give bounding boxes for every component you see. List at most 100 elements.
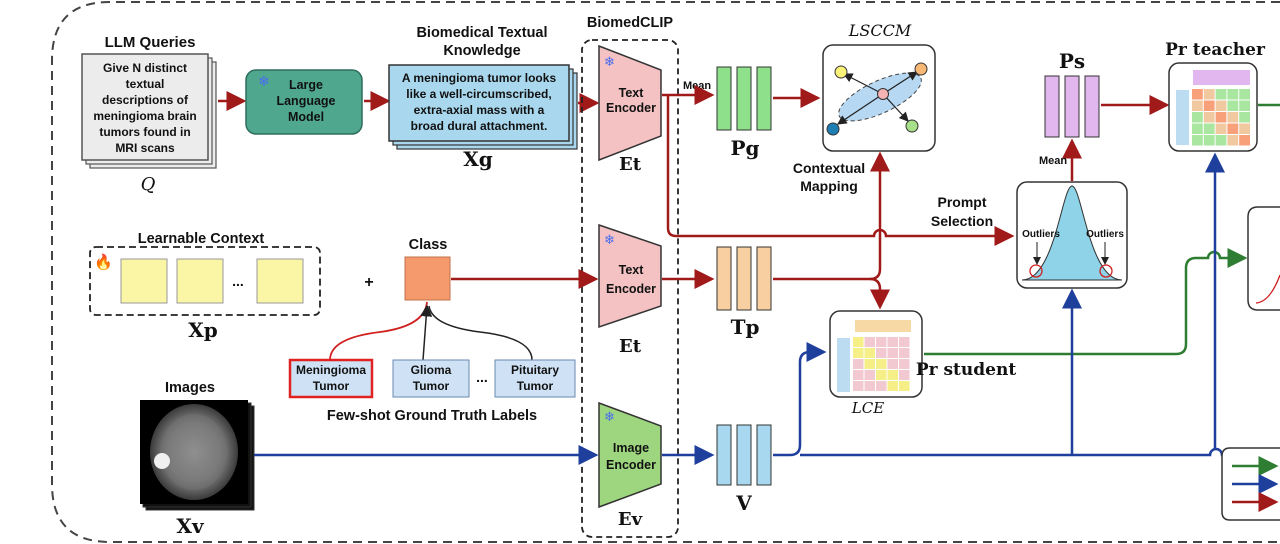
llm-prompt-line-4: meningioma brain (93, 109, 196, 123)
image-encoder-line-1: Image (613, 441, 649, 455)
label-meningioma-line-2: Tumor (313, 379, 350, 393)
matrix-cell (853, 381, 864, 391)
llm-queries-title: LLM Queries (105, 34, 196, 51)
matrix-cell (1239, 100, 1250, 111)
loss-box-partial (1247, 206, 1280, 311)
class-token (404, 256, 451, 301)
knowledge-box: A meningioma tumor looks like a well-cir… (388, 64, 578, 150)
text-encoder-mid: ❄ Text Encoder (598, 223, 662, 329)
matrix-cell (1203, 123, 1215, 134)
arrow-v-right (800, 447, 1280, 457)
label-pituitary (494, 359, 576, 398)
arrow-tp-to-ce (869, 277, 890, 310)
matrix-cell (853, 359, 864, 369)
matrix-cell (1227, 89, 1239, 100)
label-glioma (392, 359, 470, 398)
matrix-cell (1239, 112, 1250, 123)
pg-features (716, 66, 772, 131)
image-encoder-snowflake-icon: ❄ (604, 409, 615, 424)
matrix-cell (1227, 123, 1239, 134)
matrix-cell (876, 381, 887, 391)
ev-symbol: Ev (618, 509, 643, 530)
arrow-v-to-ce (773, 342, 827, 457)
knowledge-text-2: like a well-circumscribed, (406, 87, 551, 101)
matrix-cell (1192, 123, 1203, 134)
ps-features (1044, 75, 1100, 138)
matrix-cell (853, 370, 864, 380)
learnable-frame (89, 246, 321, 316)
matrix-cell (1215, 135, 1227, 146)
v-symbol: V (735, 491, 752, 515)
llm-box: ❄ Large Language Model (245, 69, 363, 135)
matrix-cell (899, 370, 910, 380)
label-meningioma-line-1: Meningioma (296, 363, 366, 377)
mean-label-top: Mean (683, 80, 711, 92)
matrix-cell (876, 359, 887, 369)
text-encoder-top-snowflake-icon: ❄ (604, 54, 615, 69)
tree-glioma-branch (420, 304, 433, 361)
matrix-cell (887, 337, 898, 347)
label-glioma-line-2: Tumor (413, 379, 450, 393)
et-top-symbol: Et (619, 154, 642, 175)
et-mid-symbol: Et (619, 336, 642, 357)
outliers-right: Outliers (1086, 229, 1124, 240)
context-token-2 (176, 258, 224, 304)
label-ellipsis: ... (476, 369, 488, 385)
context-token-1 (120, 258, 168, 304)
matrix-cell (1227, 135, 1239, 146)
mri-image (140, 400, 255, 511)
llm-prompt-line-1: Give N distinct (103, 61, 187, 75)
matrix-cell (1203, 100, 1215, 111)
matrix-cell (887, 359, 898, 369)
matrix-cell (1227, 112, 1239, 123)
plus-sign: + (364, 274, 373, 291)
text-encoder-top: ❄ Text Encoder (598, 44, 662, 162)
llm-line-2: Language (276, 94, 335, 108)
knowledge-title-1: Biomedical Textual (416, 25, 547, 41)
matrix-cell (853, 337, 864, 347)
matrix-cell (1239, 135, 1250, 146)
sccm-label: LSCCM (848, 21, 912, 40)
label-pituitary-line-1: Pituitary (511, 363, 559, 377)
teacher-matrix (1168, 62, 1258, 152)
matrix-cell (887, 348, 898, 358)
text-encoder-mid-line-1: Text (619, 263, 645, 277)
matrix-cell (1192, 89, 1203, 100)
student-label: Pr student (916, 360, 1017, 380)
v-features (716, 424, 772, 486)
matrix-cell (1192, 112, 1203, 123)
matrix-cell (1192, 135, 1203, 146)
ps-symbol: Ps (1059, 49, 1085, 73)
matrix-cell (887, 381, 898, 391)
matrix-cell (899, 348, 910, 358)
text-encoder-top-line-1: Text (619, 86, 645, 100)
text-encoder-mid-snowflake-icon: ❄ (604, 232, 615, 247)
image-encoder: ❄ Image Encoder (598, 401, 662, 509)
pg-symbol: Pg (730, 136, 759, 160)
label-meningioma (288, 358, 374, 399)
mean-label-ps: Mean (1039, 155, 1067, 167)
matrix-cell (1215, 123, 1227, 134)
matrix-cell (1215, 89, 1227, 100)
matrix-cell (899, 359, 910, 369)
llm-prompt-line-5: tumors found in (99, 125, 190, 139)
matrix-cell (1239, 89, 1250, 100)
matrix-cell (864, 359, 875, 369)
images-title: Images (165, 380, 215, 396)
outer-frame (51, 1, 1280, 543)
llm-line-1: Large (289, 78, 323, 92)
outliers-left: Outliers (1022, 229, 1060, 240)
xp-symbol: Xp (188, 318, 218, 342)
xg-symbol-text: Xg (463, 147, 493, 171)
labels-caption: Few-shot Ground Truth Labels (327, 408, 537, 424)
ce-label: LCE (851, 399, 884, 417)
knowledge-text-1: A meningioma tumor looks (402, 71, 557, 85)
tree-red-branch (329, 301, 428, 361)
loss-box-curve (1255, 274, 1280, 304)
xv-symbol: Xv (176, 514, 205, 538)
matrix-cell (1215, 112, 1227, 123)
matrix-cell (864, 381, 875, 391)
matrix-cell (899, 381, 910, 391)
matrix-cell (1203, 135, 1215, 146)
